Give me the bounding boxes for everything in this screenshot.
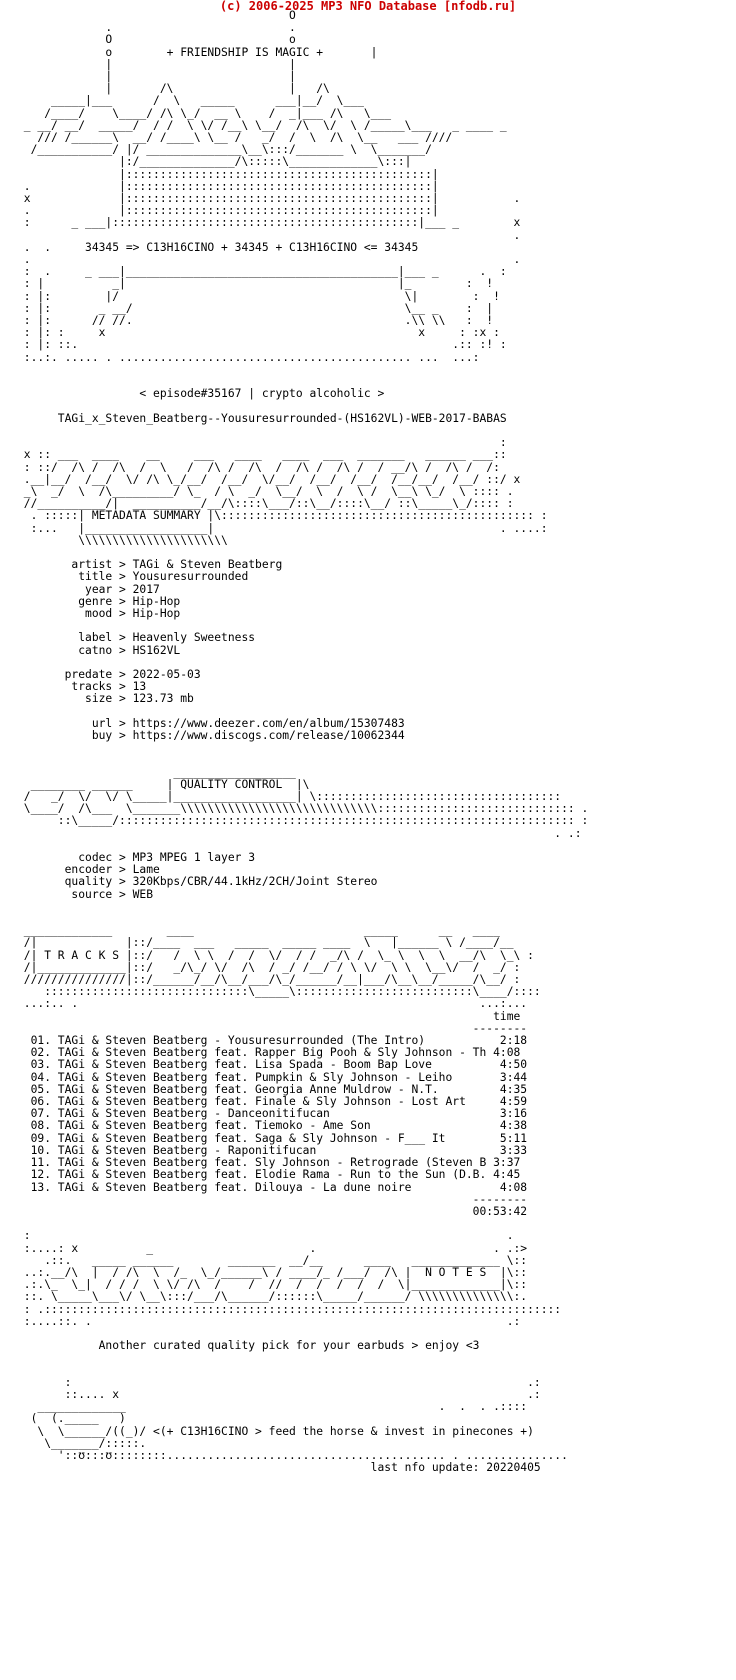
site-header: (c) 2006-2025 MP3 NFO Database [nfodb.ru… (0, 0, 736, 13)
nfo-content: O . . O o o + FRIENDSHIP IS MAGIC + | | … (23, 9, 589, 1475)
header-suffix: ] (508, 0, 517, 13)
header-prefix: (c) 2006-2025 MP3 NFO Database [ (219, 0, 452, 13)
site-link[interactable]: nfodb.ru (451, 0, 509, 13)
